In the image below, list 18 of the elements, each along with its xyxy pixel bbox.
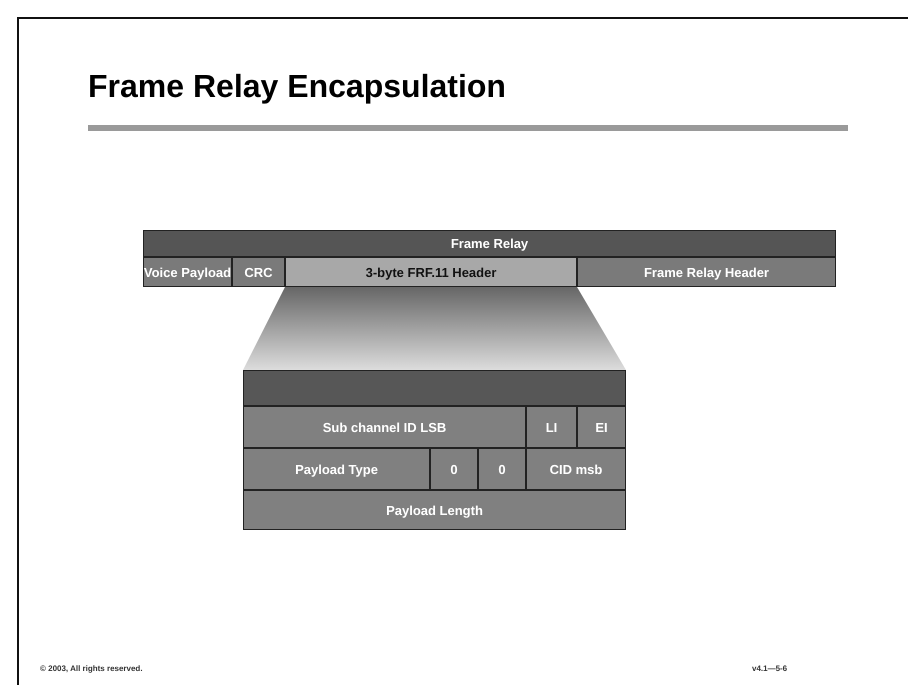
field-cell: CRC (232, 257, 285, 287)
field-cell: Frame Relay Header (577, 257, 836, 287)
field-cell: Sub channel ID LSB (243, 406, 526, 448)
field-cell: Frame Relay (143, 230, 836, 257)
field-cell: 3-byte FRF.11 Header (285, 257, 577, 287)
zoom-funnel (243, 287, 626, 370)
field-cell: 0 (478, 448, 526, 490)
field-cell: 0 (430, 448, 478, 490)
field-cell: Payload Type (243, 448, 430, 490)
field-cell: LI (526, 406, 577, 448)
slide-number: v4.1—5-6 (752, 664, 788, 673)
header-band (243, 370, 626, 406)
field-cell: Payload Length (243, 490, 626, 530)
slide-title: Frame Relay Encapsulation (88, 68, 506, 105)
field-cell: EI (577, 406, 626, 448)
field-cell: Voice Payload (143, 257, 232, 287)
copyright-note: © 2003, All rights reserved. (40, 664, 143, 673)
field-cell: CID msb (526, 448, 626, 490)
